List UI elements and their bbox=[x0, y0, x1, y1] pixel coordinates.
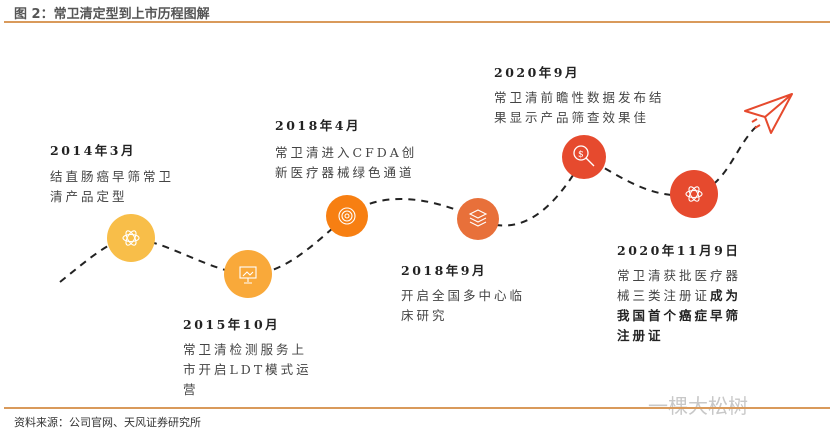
presentation-icon bbox=[239, 266, 257, 284]
milestone-date: 2018年4月 bbox=[275, 118, 361, 133]
milestone-description: 常卫清获批医疗器 械三类注册证成为 我国首个癌症早筛 注册证 bbox=[617, 268, 742, 343]
bottom-divider bbox=[4, 407, 830, 409]
paper-plane-icon bbox=[744, 93, 793, 134]
milestone-date: 2014年3月 bbox=[50, 143, 136, 158]
milestone-circle-2015 bbox=[224, 250, 272, 298]
milestone-date: 2018年9月 bbox=[401, 263, 487, 278]
milestone-description: 常卫清前瞻性数据发布结果显示产品筛查效果佳 bbox=[494, 90, 665, 125]
target-icon bbox=[338, 207, 356, 225]
milestone-description: 常卫清进入CFDA创新医疗器械绿色通道 bbox=[275, 145, 418, 180]
milestone-circle-2018-04 bbox=[326, 195, 368, 237]
milestone-description: 常卫清检测服务上市开启LDT模式运营 bbox=[183, 342, 312, 397]
layers-icon bbox=[468, 209, 488, 227]
milestone-circle-2014 bbox=[107, 214, 155, 262]
atom-icon bbox=[685, 186, 703, 202]
milestone-description: 开启全国多中心临床研究 bbox=[401, 288, 526, 323]
watermark: 一棵大松树 bbox=[648, 394, 748, 418]
svg-text:$: $ bbox=[578, 150, 584, 160]
atom-icon bbox=[122, 230, 140, 246]
milestone-circle-2018-09 bbox=[457, 198, 499, 240]
source-note: 资料来源：公司官网、天风证券研究所 bbox=[14, 416, 201, 429]
milestone-circle-2020-09 bbox=[562, 135, 606, 179]
figure-title: 图 2：常卫清定型到上市历程图解 bbox=[14, 7, 210, 22]
milestone-date: 2015年10月 bbox=[183, 317, 281, 332]
milestone-date: 2020年11月9日 bbox=[617, 243, 741, 258]
milestone-circle-2020-11 bbox=[670, 170, 718, 218]
dollar-search-icon: $ bbox=[573, 145, 595, 167]
milestone-date: 2020年9月 bbox=[494, 65, 580, 80]
top-divider bbox=[4, 21, 830, 23]
milestone-description: 结直肠癌早筛常卫清产品定型 bbox=[50, 169, 175, 204]
